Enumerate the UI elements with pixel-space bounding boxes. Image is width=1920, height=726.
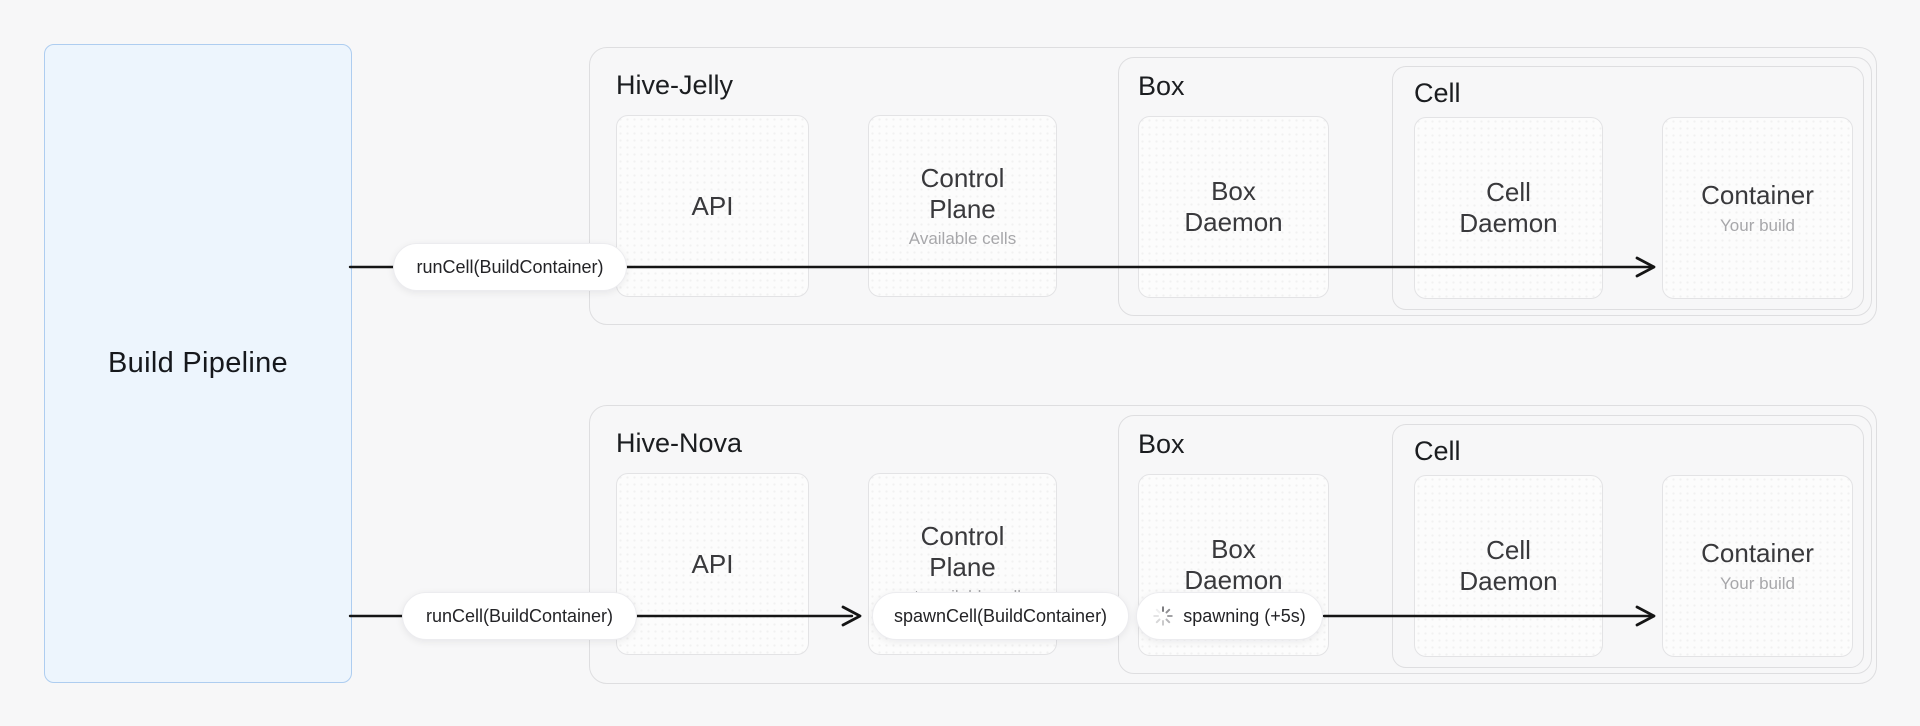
cell-daemon-node: Cell Daemon (1414, 475, 1603, 657)
api-node-label: API (691, 190, 734, 221)
spawncell-pill: spawnCell(BuildContainer) (872, 592, 1129, 640)
box-group-label: Box (1138, 71, 1185, 101)
api-node: API (616, 473, 809, 655)
cell-group: Cell Cell Daemon Container Your build (1392, 66, 1864, 310)
api-node-label: API (691, 548, 734, 579)
runcell-pill-nova: runCell(BuildContainer) (402, 592, 637, 640)
runcell-pill-label: runCell(BuildContainer) (416, 256, 604, 277)
spawncell-pill-label: spawnCell(BuildContainer) (893, 605, 1108, 626)
control-plane-node-label: Control Plane (920, 520, 1005, 582)
control-plane-node: Control Plane Available cells (868, 115, 1057, 297)
container-node-label: Container (1701, 180, 1814, 211)
hive-nova-group: Hive-Nova API Control Plane not availabl… (589, 405, 1877, 684)
spawning-status-pill: spawning (+5s) (1136, 592, 1323, 640)
build-pipeline-title: Build Pipeline (108, 347, 288, 379)
container-node-sublabel: Your build (1720, 573, 1795, 593)
cell-group: Cell Cell Daemon Container Your build (1392, 424, 1864, 668)
control-plane-node-label: Control Plane (920, 162, 1005, 224)
cell-group-label: Cell (1414, 436, 1461, 466)
hive-jelly-label: Hive-Jelly (616, 70, 734, 100)
box-daemon-node-label: Box Daemon (1184, 534, 1283, 595)
api-node: API (616, 115, 809, 297)
runcell-pill-label: runCell(BuildContainer) (425, 605, 614, 626)
control-plane-status: Available cells (908, 229, 1017, 249)
spawning-status-label: spawning (+5s) (1183, 605, 1306, 626)
box-daemon-node: Box Daemon (1138, 116, 1329, 298)
hive-nova-label: Hive-Nova (616, 428, 743, 458)
box-daemon-node-label: Box Daemon (1184, 176, 1283, 237)
hive-jelly-group: Hive-Jelly API Control Plane Available c… (589, 47, 1877, 325)
container-node: Container Your build (1662, 475, 1853, 657)
cell-daemon-node-label: Cell Daemon (1459, 177, 1558, 238)
build-pipeline-panel: Build Pipeline (44, 44, 352, 683)
box-group-label: Box (1138, 429, 1185, 459)
runcell-pill-jelly: runCell(BuildContainer) (393, 243, 627, 291)
container-node-label: Container (1701, 538, 1814, 569)
spinner-icon (1153, 606, 1173, 626)
cell-daemon-node-label: Cell Daemon (1459, 535, 1558, 596)
container-node: Container Your build (1662, 117, 1853, 299)
box-group: Box Box Daemon Cell Cell Daemon Containe… (1118, 415, 1872, 674)
cell-group-label: Cell (1414, 78, 1461, 108)
box-group: Box Box Daemon Cell Cell Daemon Containe… (1118, 57, 1872, 316)
cell-daemon-node: Cell Daemon (1414, 117, 1603, 299)
container-node-sublabel: Your build (1720, 215, 1795, 235)
